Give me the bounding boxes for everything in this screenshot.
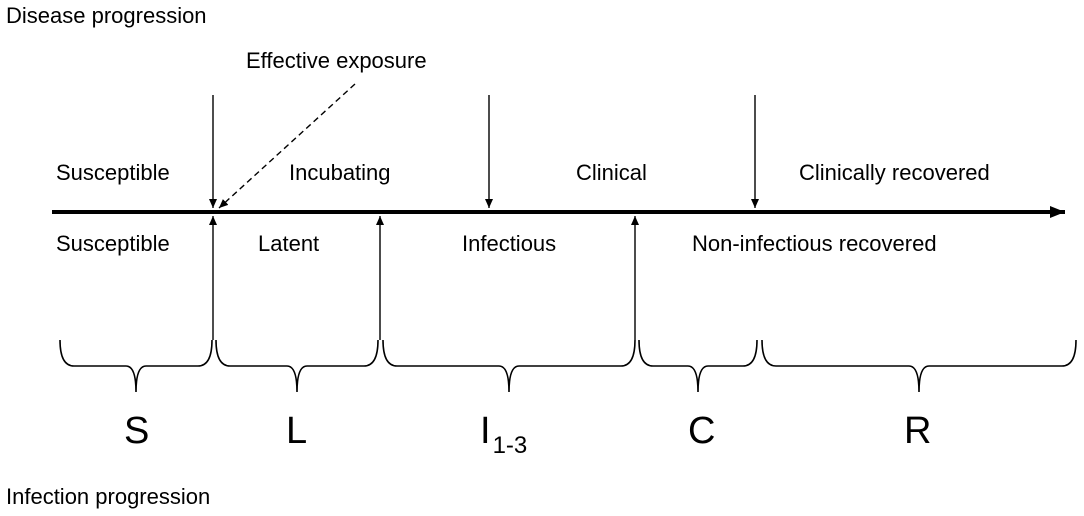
brace-s [59,339,213,393]
brace-r [761,339,1077,393]
disease-stage-clinical: Clinical [576,160,647,185]
disease-stage-susceptible: Susceptible [56,160,170,185]
compartment-l: L [286,410,308,452]
effective-exposure-pointer [218,83,356,209]
infection-progression-title: Infection progression [6,484,211,509]
compartment-i-letter: I [480,410,491,452]
brace-l [215,339,379,393]
compartment-i-subscript: 1-3 [492,432,528,459]
infection-stage-non-infectious-recovered: Non-infectious recovered [692,231,937,256]
compartment-i: I1-3 [480,410,527,458]
infection-stage-infectious: Infectious [462,231,557,256]
compartment-c: C [688,410,716,452]
compartment-s: S [124,410,150,452]
brace-i [382,339,636,393]
disease-progression-title: Disease progression [6,3,207,28]
compartment-r: R [904,410,932,452]
effective-exposure-label: Effective exposure [246,48,427,73]
disease-stage-incubating: Incubating [289,160,391,185]
infection-stage-susceptible: Susceptible [56,231,170,256]
disease-stage-clinically-recovered: Clinically recovered [799,160,990,185]
brace-c [638,339,758,393]
infection-stage-latent: Latent [258,231,320,256]
